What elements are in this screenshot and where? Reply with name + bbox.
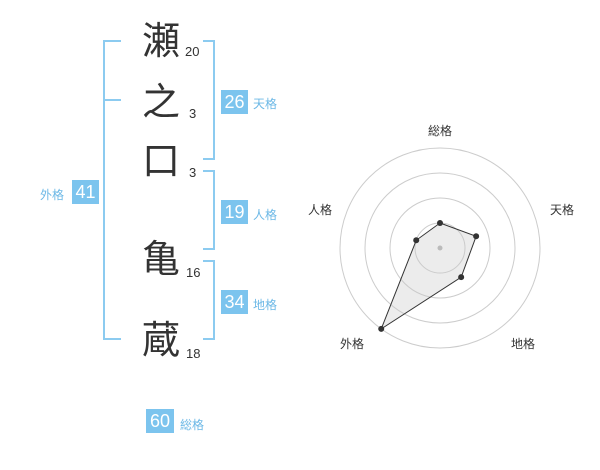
stroke-count-2: 3 [189, 106, 197, 121]
gaikaku-label: 外格 [40, 188, 65, 202]
chikaku-value-badge: 34 [221, 290, 248, 314]
radar-axis-label-chikaku: 地格 [511, 337, 536, 351]
jinkaku-label: 人格 [253, 208, 278, 222]
name-char-5: 蔵 [142, 318, 181, 362]
jinkaku-value-badge: 19 [221, 200, 248, 224]
radar-point-4 [378, 325, 385, 332]
bracket-tick-middle [103, 99, 121, 101]
stroke-count-4: 16 [186, 265, 201, 280]
radar-point-3 [458, 274, 465, 281]
chikaku-bracket [203, 260, 215, 340]
chikaku-label: 地格 [253, 298, 278, 312]
radar-series-polygon [380, 222, 477, 331]
radar-axis-label-jinkaku: 人格 [308, 203, 333, 217]
gaikaku-value-badge: 41 [72, 180, 99, 204]
stroke-count-3: 3 [189, 165, 197, 180]
name-char-3: 口 [142, 139, 181, 183]
radar-point-5 [413, 237, 420, 244]
radar-ring-4 [339, 147, 541, 349]
soukaku-label: 総格 [180, 418, 205, 432]
name-char-2: 之 [142, 80, 181, 124]
radar-ring-3 [364, 172, 516, 324]
radar-axis-label-tenkaku: 天格 [550, 203, 575, 217]
radar-center-point [437, 245, 443, 251]
tenkaku-label: 天格 [253, 97, 278, 111]
stroke-count-5: 18 [186, 346, 201, 361]
jinkaku-bracket [203, 170, 215, 250]
soukaku-value-badge: 60 [146, 409, 174, 433]
gaikaku-bracket [103, 40, 121, 340]
radar-ring-2 [389, 197, 491, 299]
radar-axis-label-gaikaku: 外格 [340, 337, 365, 351]
name-char-1: 瀬 [142, 19, 181, 63]
tenkaku-value-badge: 26 [221, 90, 248, 114]
tenkaku-bracket [203, 40, 215, 160]
stroke-count-1: 20 [185, 44, 200, 59]
radar-point-1 [437, 220, 443, 226]
radar-point-2 [473, 233, 480, 240]
radar-axis-label-soukaku: 総格 [428, 124, 453, 138]
name-char-4: 亀 [142, 237, 181, 281]
